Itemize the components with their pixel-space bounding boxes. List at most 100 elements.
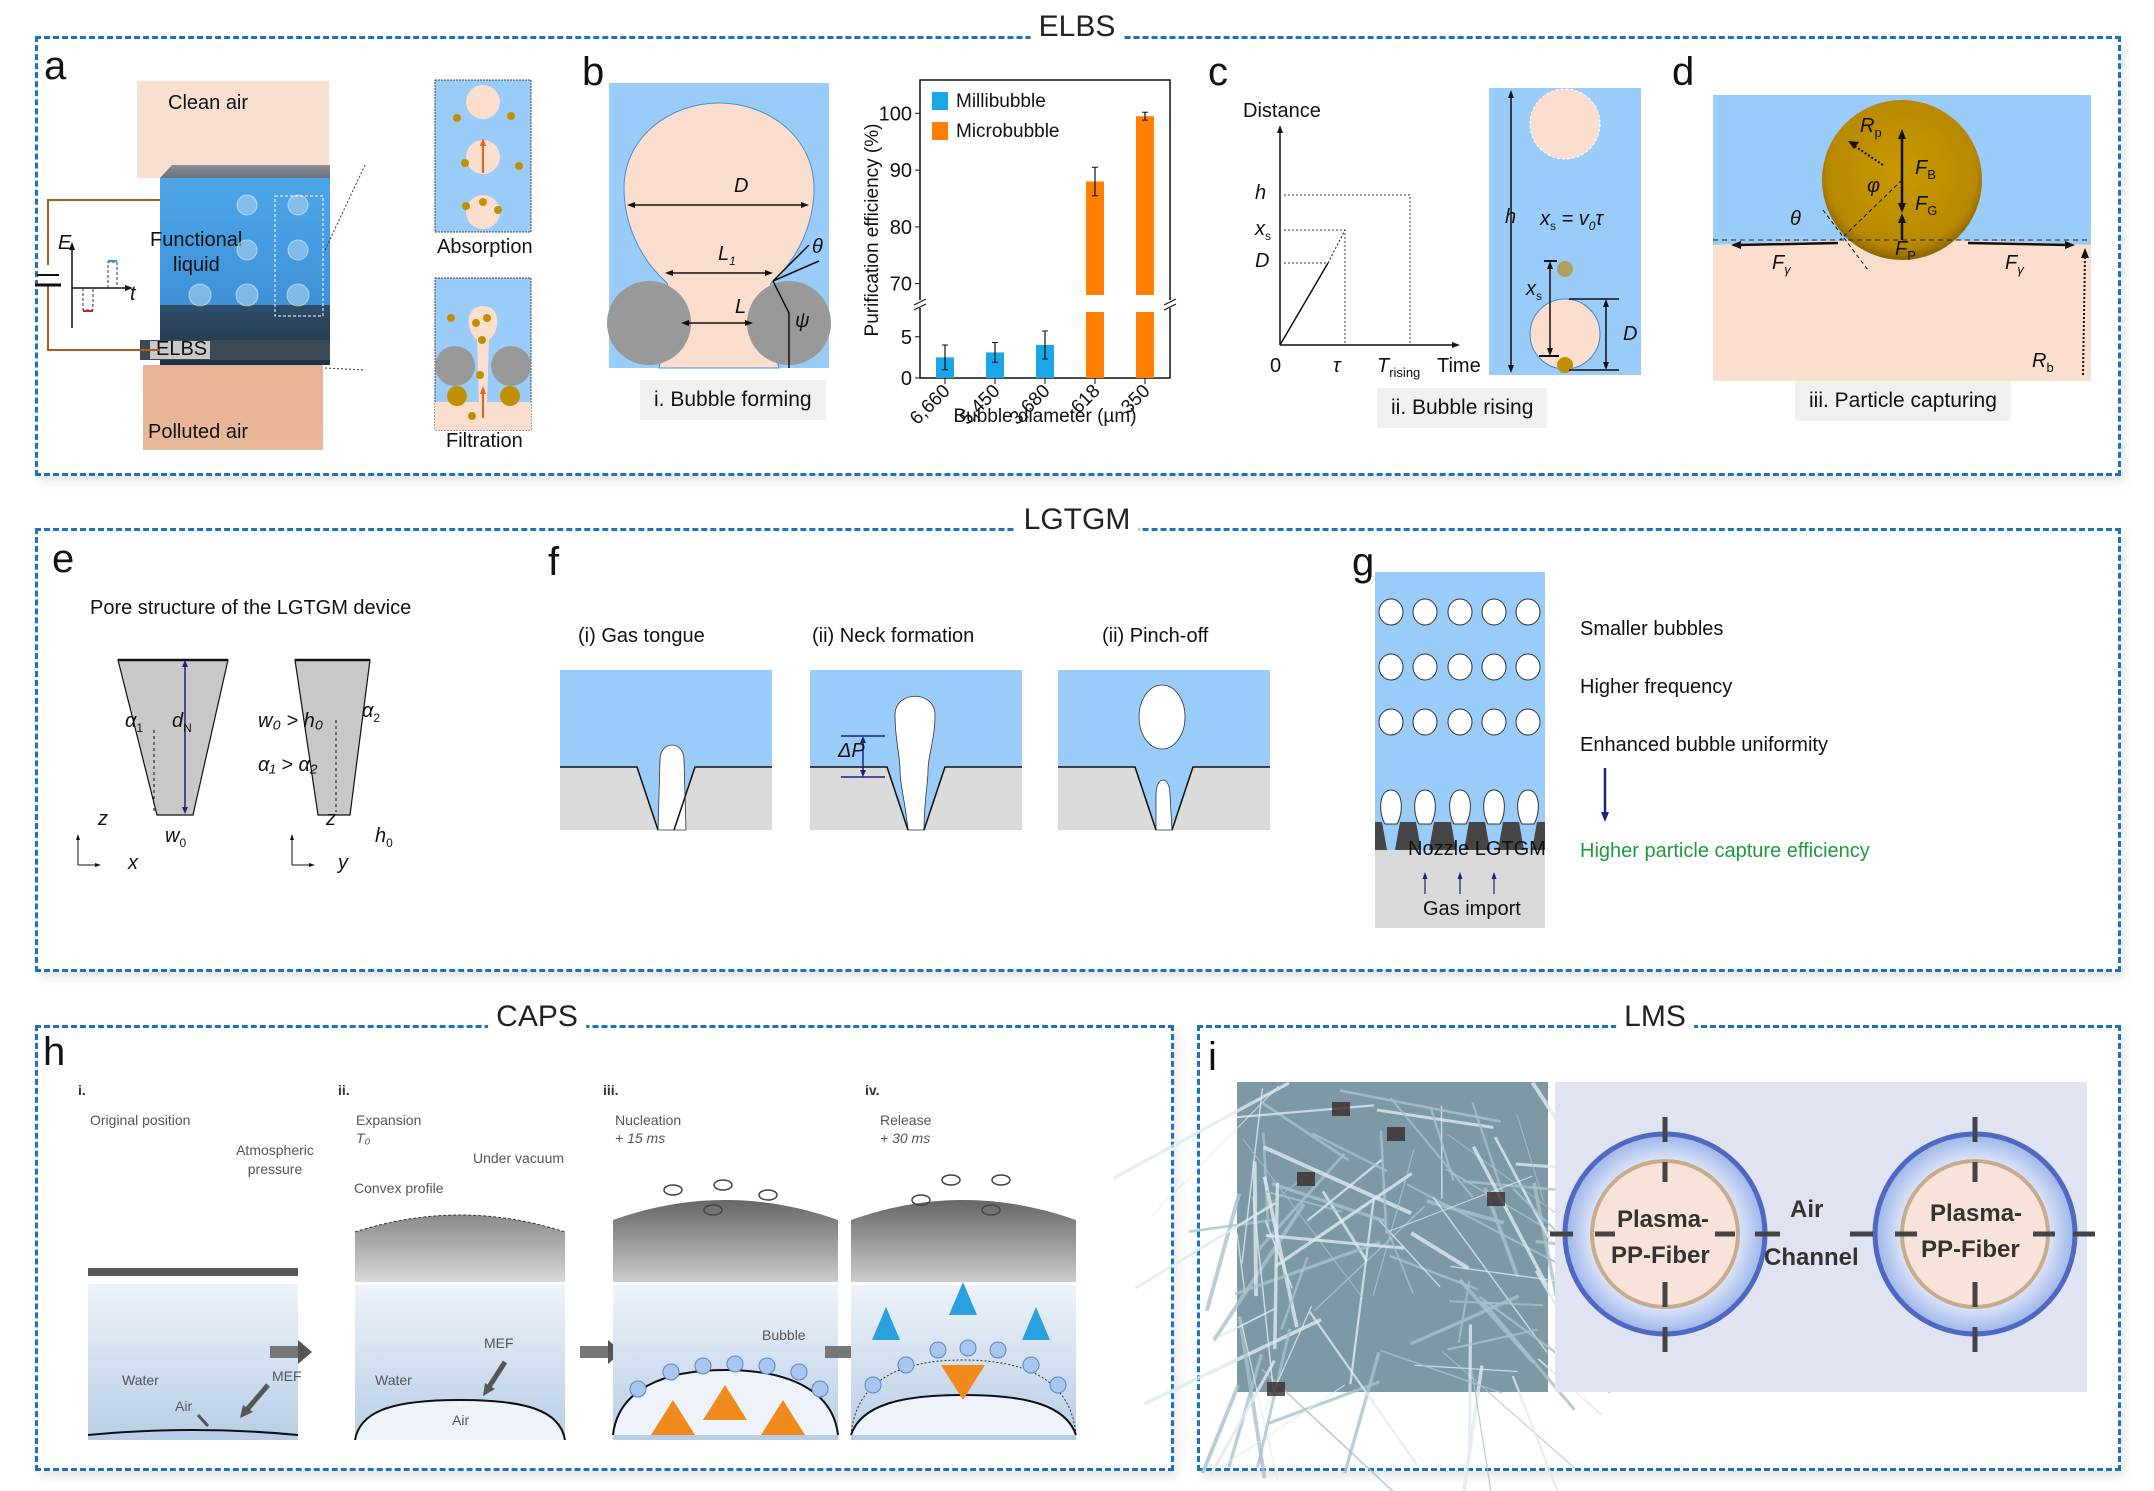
bar [986,352,1004,378]
fiber-strand [1236,1104,1375,1119]
eq-x: x [1540,208,1550,230]
gas-tongue-stage [560,670,772,831]
step-i-image [87,1268,299,1440]
a1-main: α [125,710,137,732]
bubble [466,195,500,229]
bar-lower-segment [1086,312,1104,378]
bubble [1378,653,1404,681]
forming-bubble [1449,789,1471,825]
fiber-left [607,281,691,365]
fiber-strand [1311,1132,1388,1173]
gas-flow-arrowhead [1457,872,1463,879]
particle [515,162,523,170]
stage-label-3: (ii) Pinch-off [1102,625,1209,647]
fiber-strand [1151,1085,1279,1217]
bubble [188,283,212,307]
bubble [1447,708,1473,736]
axis-break-mark-right [1163,298,1177,306]
panel-d-letter: d [1672,50,1695,94]
fiber-strand [1274,1172,1413,1268]
clean-air-region [137,81,329,178]
release-arrow-up [872,1307,900,1340]
step-i-air: Air [175,1398,193,1414]
bubble-rising-diagram [1489,88,1641,375]
circuit [35,199,160,351]
stage-label-2: (ii) Neck formation [812,625,975,647]
fiber-strand [1264,1220,1293,1289]
nozzle-channel [1451,822,1469,850]
bubble [662,1363,680,1381]
fiber-strand [1470,1368,1492,1491]
fp-label: FP [1895,238,1916,263]
air-arrow [196,1413,210,1428]
bubble [989,1341,1007,1359]
a2-main: α [362,700,374,722]
step-i-num: i. [78,1082,86,1098]
fiber-strand [1265,1233,1405,1250]
particle [507,112,515,120]
fiber-strand [1468,1324,1473,1447]
fiber-right-label-1: Plasma- [1930,1200,2023,1227]
label-psi: ψ [795,310,810,332]
fb-main: F [1915,157,1928,179]
caption-particle-capturing: iii. Particle capturing [1795,381,2011,421]
pore-yz [294,659,371,816]
fiber-strand [1494,1136,1553,1243]
mef-arrow [243,1383,270,1414]
f-gamma-right [1967,241,2069,247]
tick-xs-main: x [1255,218,1265,240]
fp-sub: P [1907,248,1916,263]
fiber-strand [1242,1138,1364,1299]
axis-y-label: y [338,852,348,874]
bubble [1412,653,1438,681]
step-ii-note: Under vacuum [473,1150,565,1166]
fiber-strand [1448,1300,1544,1307]
circuit-wire [47,199,160,351]
t-sub: rising [1389,365,1421,380]
fiber-strand [1306,1159,1383,1222]
pressure-arrow-up [651,1400,695,1435]
fiber-strand [1432,1196,1548,1353]
fg-sub: G [1927,203,1938,218]
step-iii-title: Nucleation [615,1112,682,1128]
panel-h-letter: h [43,1030,66,1074]
bar [1136,116,1154,295]
side-xs-sub: s [1536,289,1542,303]
fiber-strand [1349,1198,1375,1385]
elbs-label: ELBS [156,338,208,360]
pressure-arrow-up [761,1400,805,1435]
eq-tau: τ [1595,208,1603,230]
theta-label: θ [1790,208,1801,230]
fiber-strand [1429,1108,1455,1181]
nozzle-channel [1416,822,1434,850]
bubble-forming-diagram [607,83,831,369]
rb-arrow [2082,254,2086,376]
bar [1086,181,1104,295]
legend-label: Millibubble [956,91,1046,112]
bubble [929,1341,947,1359]
tick-xs-sub: s [1265,229,1271,243]
gas-tongue [657,744,687,831]
fiber-strand [1200,1384,1240,1474]
fiber-strand [1471,1102,1506,1198]
fiber-strand [1372,1148,1415,1296]
released-bubble [991,1174,1011,1186]
alpha1-label: α1 [125,710,143,735]
necked-bubble [894,695,936,831]
bar [1036,345,1054,378]
y-tick-label: 0 [901,368,912,390]
bubble [726,1355,744,1373]
step-ii-title: Expansion [356,1112,422,1128]
pore-structure-title: Pore structure of the LGTGM device [90,597,412,619]
step-ii-mef: MEF [484,1335,514,1351]
fiber-strand [1379,1349,1503,1394]
ghost-bubble [1529,88,1601,160]
legend-label: Microbubble [956,121,1060,142]
f-gamma-right-label: Fγ [2005,252,2024,277]
particle [468,412,476,420]
w0-sub: 0 [179,836,187,850]
step-ii-air: Air [452,1412,470,1428]
fiber-strand [1447,1328,1538,1351]
xs-equation: xs = v0τ [1540,208,1603,233]
step-ii-note2: Convex profile [354,1180,444,1196]
